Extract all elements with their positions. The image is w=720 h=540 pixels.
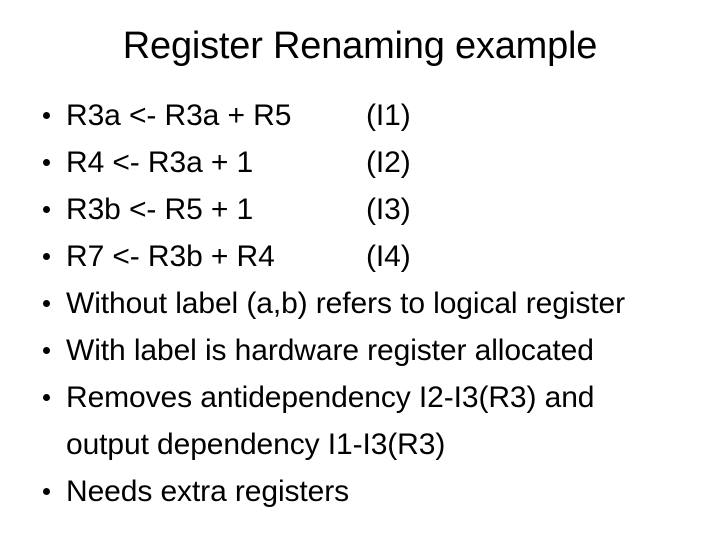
bullet-dot-icon xyxy=(43,233,51,280)
note-text: Removes antidependency I2-I3(R3) and xyxy=(66,381,595,414)
instruction-label: (I2) xyxy=(366,146,411,179)
note-text: Without label (a,b) refers to logical re… xyxy=(66,287,625,320)
instruction-label: (I1) xyxy=(366,99,411,132)
instruction-text: R3a <- R3a + R5 xyxy=(66,99,292,132)
bullet-dot-icon xyxy=(43,327,51,374)
instruction-row: R4 <- R3a + 1 (I2) xyxy=(66,139,700,186)
list-item: Without label (a,b) refers to logical re… xyxy=(40,280,700,327)
instruction-row: R7 <- R3b + R4 (I4) xyxy=(66,233,700,280)
bullet-dot-icon xyxy=(43,92,51,139)
instruction-label: (I4) xyxy=(366,240,411,273)
list-item: R3b <- R5 + 1 (I3) xyxy=(40,186,700,233)
bullet-dot-icon xyxy=(43,280,51,327)
list-item: R3a <- R3a + R5 (I1) xyxy=(40,92,700,139)
instruction-text: R3b <- R5 + 1 xyxy=(66,193,254,226)
list-item: Removes antidependency I2-I3(R3) and out… xyxy=(40,374,700,468)
bullet-dot-icon xyxy=(43,139,51,186)
instruction-text: R4 <- R3a + 1 xyxy=(66,146,254,179)
instruction-row: R3a <- R3a + R5 (I1) xyxy=(66,92,700,139)
page-title: Register Renaming example xyxy=(122,25,598,67)
list-item: R7 <- R3b + R4 (I4) xyxy=(40,233,700,280)
instruction-row: R3b <- R5 + 1 (I3) xyxy=(66,186,700,233)
note-text: Needs extra registers xyxy=(66,475,350,508)
bullet-dot-icon xyxy=(43,374,51,421)
list-item: Needs extra registers xyxy=(40,468,700,515)
bullet-list: R3a <- R3a + R5 (I1) R4 <- R3a + 1 (I2) R3… xyxy=(40,92,700,515)
bullet-dot-icon xyxy=(43,468,51,515)
instruction-text: R7 <- R3b + R4 xyxy=(66,240,275,273)
list-item: With label is hardware register allocate… xyxy=(40,327,700,374)
instruction-label: (I3) xyxy=(366,193,411,226)
list-item: R4 <- R3a + 1 (I2) xyxy=(40,139,700,186)
note-text-continuation: output dependency I1-I3(R3) xyxy=(66,428,446,461)
note-text: With label is hardware register allocate… xyxy=(66,334,594,367)
bullet-dot-icon xyxy=(43,186,51,233)
